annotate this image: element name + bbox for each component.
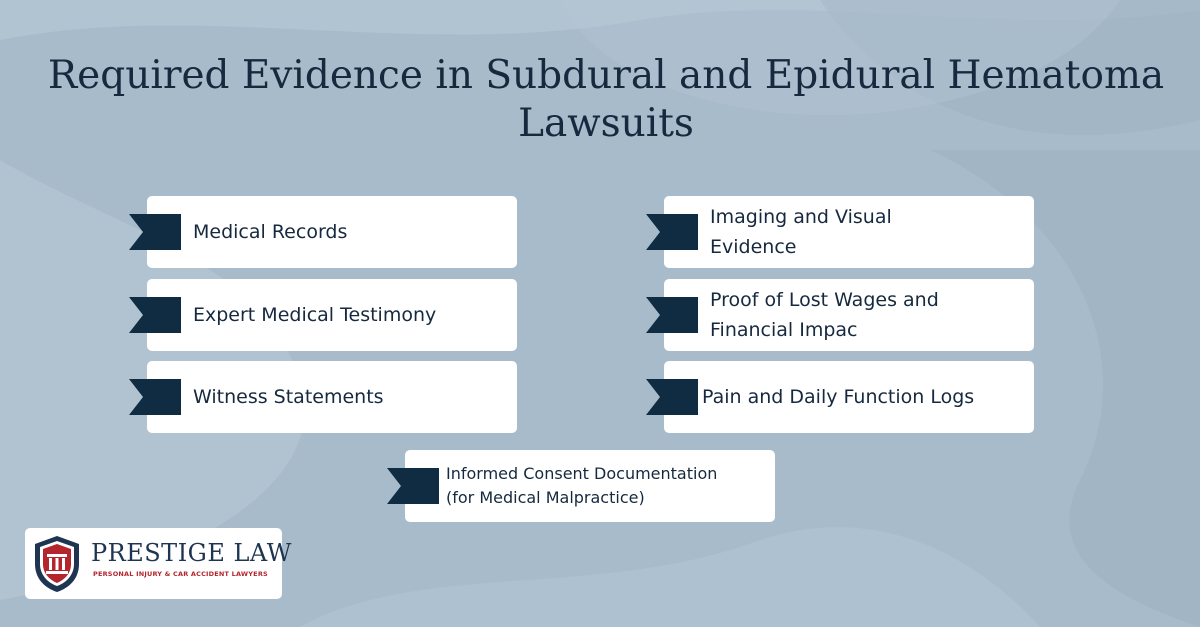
evidence-label: Witness Statements <box>193 386 384 408</box>
evidence-label: Expert Medical Testimony <box>193 304 437 326</box>
evidence-card-witness-statements: Witness Statements <box>129 361 517 433</box>
page-title: Required Evidence in Subdural and Epidur… <box>47 53 1165 146</box>
evidence-label: Pain and Daily Function Logs <box>702 386 975 408</box>
evidence-card-lost-wages: Proof of Lost Wages and Financial Impac <box>646 279 1034 351</box>
evidence-card-medical-records: Medical Records <box>129 196 517 268</box>
evidence-card-pain-logs: Pain and Daily Function Logs <box>646 361 1034 433</box>
prestige-law-logo: PRESTIGE LAW PERSONAL INJURY & CAR ACCID… <box>25 528 291 599</box>
shield-icon <box>35 536 79 592</box>
evidence-label: Imaging and Visual Evidence <box>710 206 892 258</box>
evidence-card-expert-testimony: Expert Medical Testimony <box>129 279 517 351</box>
evidence-label: Proof of Lost Wages and Financial Impac <box>710 289 939 341</box>
evidence-label: Medical Records <box>193 221 348 243</box>
logo-tagline: PERSONAL INJURY & CAR ACCIDENT LAWYERS <box>93 570 268 578</box>
evidence-card-imaging: Imaging and Visual Evidence <box>646 196 1034 268</box>
logo-name: PRESTIGE LAW <box>91 539 292 567</box>
evidence-label: Informed Consent Documentation (for Medi… <box>446 464 718 507</box>
evidence-card-informed-consent: Informed Consent Documentation (for Medi… <box>387 450 775 522</box>
